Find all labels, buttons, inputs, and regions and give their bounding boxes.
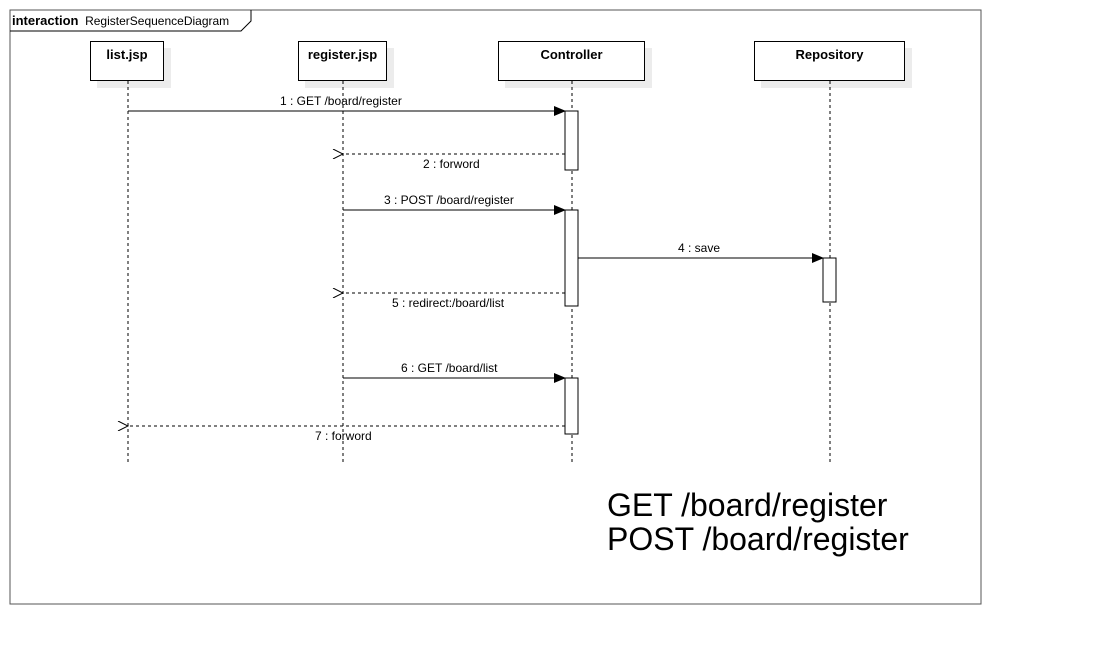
message-1-label: 1 : GET /board/register — [280, 94, 402, 108]
lifeline-head-repository[interactable]: Repository — [754, 41, 905, 81]
message-4-label: 4 : save — [678, 241, 720, 255]
note-line-1: GET /board/register — [607, 487, 888, 523]
frame-keyword: interaction — [12, 13, 79, 28]
frame-label: interaction RegisterSequenceDiagram — [12, 13, 229, 28]
activation-bar — [822, 257, 837, 303]
lifeline-head-register[interactable]: register.jsp — [298, 41, 387, 81]
interaction-frame — [9, 9, 982, 605]
activation-bar — [564, 110, 579, 171]
message-7-label: 7 : forword — [315, 429, 372, 443]
message-5-label: 5 : redirect:/board/list — [392, 296, 505, 310]
activation-bar — [564, 209, 579, 307]
activation-bar — [564, 377, 579, 435]
message-3-label: 3 : POST /board/register — [384, 193, 514, 207]
note-line-2: POST /board/register — [607, 521, 909, 557]
lifeline-head-controller[interactable]: Controller — [498, 41, 645, 81]
frame-name: RegisterSequenceDiagram — [85, 14, 229, 28]
message-6-label: 6 : GET /board/list — [401, 361, 498, 375]
message-2-label: 2 : forword — [423, 157, 480, 171]
lifeline-head-list[interactable]: list.jsp — [90, 41, 164, 81]
frame-label-tab — [10, 10, 252, 32]
